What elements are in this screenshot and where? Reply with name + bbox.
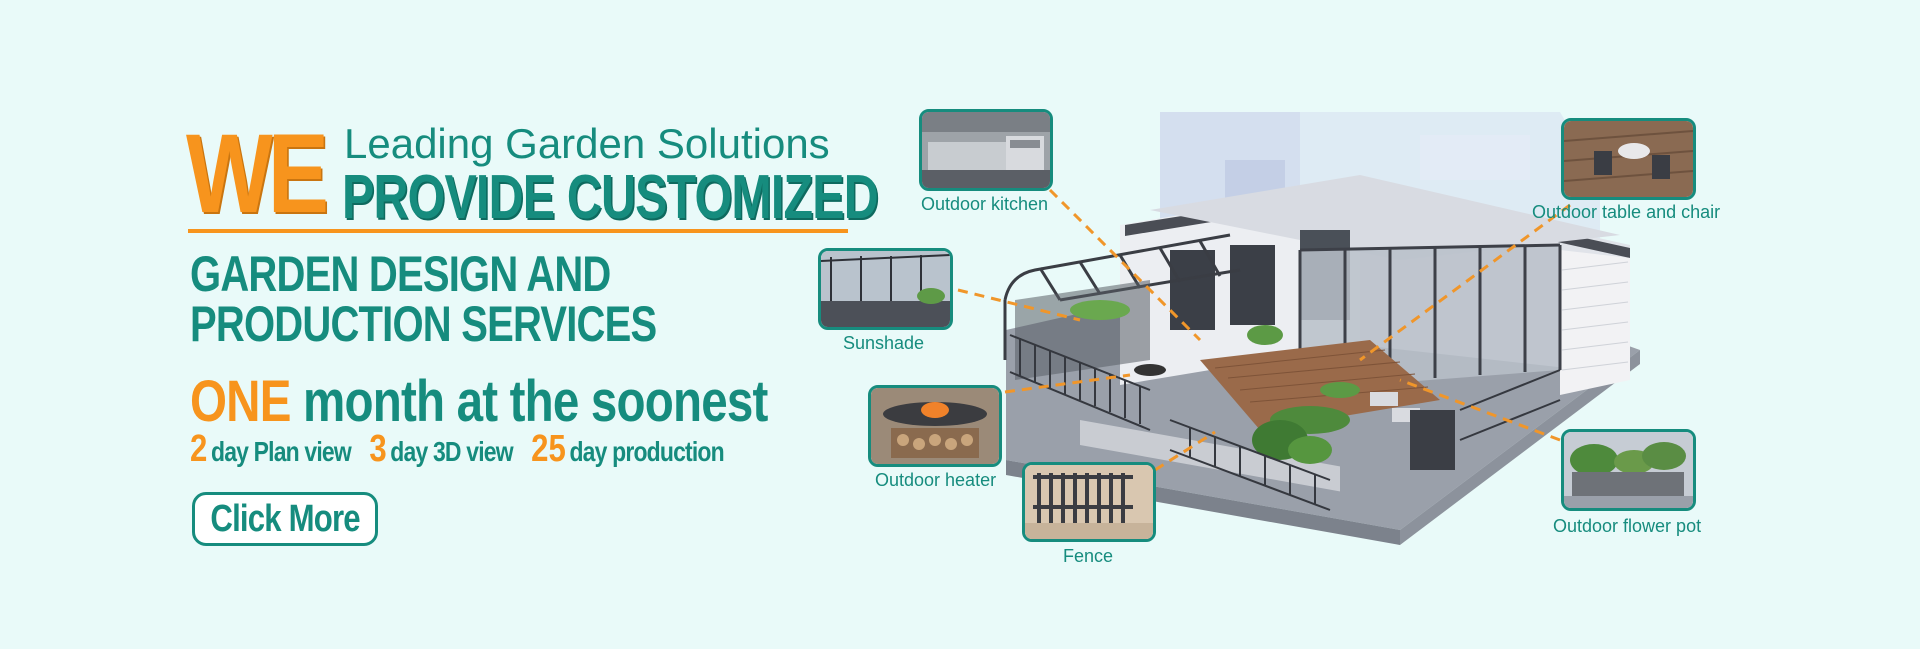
timeline-production-text: day production — [569, 436, 724, 467]
tagline: ONE month at the soonest — [190, 372, 768, 432]
tagline-one: ONE — [190, 369, 291, 434]
label-outdoor-kitchen: Outdoor kitchen — [921, 194, 1049, 214]
tagline-rest: month at the soonest — [303, 369, 768, 434]
thumb-outdoor-table[interactable] — [1561, 118, 1696, 200]
label-outdoor-table: Outdoor table and chair — [1532, 202, 1721, 222]
click-more-button[interactable]: Click More — [192, 492, 378, 546]
thumb-sunshade[interactable] — [818, 248, 953, 330]
label-sunshade: Sunshade — [843, 333, 925, 353]
label-outdoor-flowerpot: Outdoor flower pot — [1553, 516, 1702, 536]
headline-line1: GARDEN DESIGN AND — [190, 246, 611, 302]
timeline-3d-num: 3 — [369, 428, 387, 470]
thumb-outdoor-heater[interactable] — [868, 385, 1002, 467]
headline-lead: Leading Garden Solutions — [344, 120, 830, 167]
thumb-outdoor-kitchen[interactable] — [919, 109, 1053, 191]
headline-underline — [188, 229, 848, 233]
label-outdoor-heater: Outdoor heater — [875, 470, 997, 490]
timeline: 2 day Plan view 3 day 3D view 25 day pro… — [190, 428, 739, 471]
timeline-plan-num: 2 — [190, 428, 208, 470]
outdoor-heater-photo — [871, 388, 999, 464]
headline-provide: PROVIDE CUSTOMIZED — [342, 163, 879, 232]
outdoor-kitchen-photo — [922, 112, 1050, 188]
outdoor-flowerpot-photo — [1564, 432, 1693, 508]
headline-we: WE — [186, 111, 329, 236]
thumb-outdoor-flowerpot[interactable] — [1561, 429, 1696, 511]
timeline-3d-text: day 3D view — [390, 436, 513, 467]
timeline-plan-text: day Plan view — [210, 436, 352, 467]
fence-photo — [1025, 465, 1153, 539]
timeline-production-num: 25 — [531, 428, 566, 470]
headline-line2: PRODUCTION SERVICES — [190, 296, 657, 352]
outdoor-table-photo — [1564, 121, 1693, 197]
click-more-label: Click More — [210, 497, 360, 540]
sunshade-photo — [821, 251, 950, 327]
thumb-fence[interactable] — [1022, 462, 1156, 542]
label-fence: Fence — [1063, 546, 1114, 566]
